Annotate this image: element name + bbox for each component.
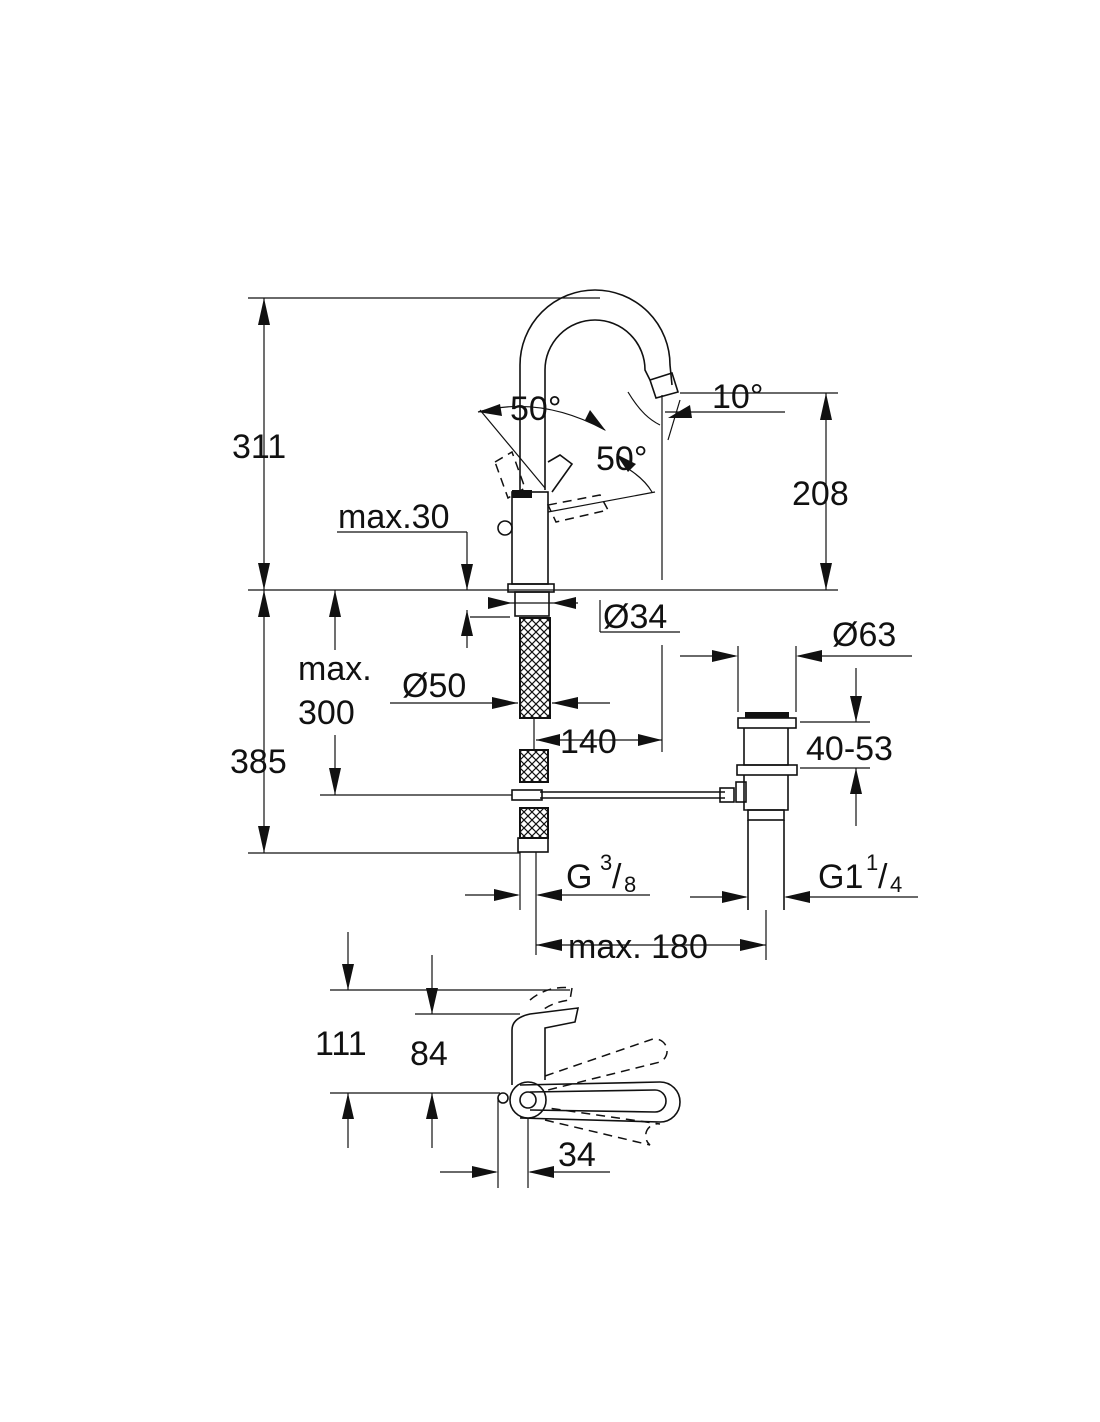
- label-dia-34: Ø34: [603, 598, 667, 636]
- label-thread-g114-num: 1: [866, 850, 878, 875]
- mounting-dimension-lines: [248, 590, 918, 960]
- label-thread-g114-den: 4: [890, 872, 902, 897]
- top-view-dimension-lines: [330, 932, 610, 1188]
- faucet-dimension-lines: [248, 297, 838, 648]
- label-thread-g38-base: G: [566, 858, 592, 896]
- label-range-40-53: 40-53: [806, 730, 893, 768]
- label-max-300-line1: max.: [298, 650, 372, 688]
- top-view-handle: [497, 986, 681, 1146]
- label-thread-g38: G 3 / 8: [566, 850, 636, 897]
- label-max-300-line2: 300: [298, 694, 355, 732]
- label-thread-g114-slash: /: [878, 858, 888, 896]
- label-reach-140: 140: [560, 723, 617, 761]
- label-angle-lever-left: 50°: [510, 390, 561, 428]
- label-height-84: 84: [410, 1035, 448, 1073]
- label-max-180: max. 180: [568, 928, 708, 966]
- label-depth-385: 385: [230, 743, 287, 781]
- label-thread-g114-base: G1: [818, 858, 863, 896]
- faucet-body: [494, 289, 680, 593]
- dimension-labels: 311 208 10° 50° 50° max.30 Ø34 Ø63 max. …: [230, 378, 902, 1174]
- label-thread-g38-num: 3: [600, 850, 612, 875]
- mounting-assembly: [470, 591, 735, 853]
- label-spout-height: 208: [792, 475, 849, 513]
- label-dia-63: Ø63: [832, 616, 896, 654]
- label-max-30: max.30: [338, 498, 450, 536]
- label-height-111: 111: [315, 1025, 367, 1063]
- label-width-34: 34: [558, 1136, 596, 1174]
- label-thread-g114: G1 1 / 4: [818, 850, 902, 897]
- drain-waste: [735, 712, 798, 910]
- label-angle-spout: 10°: [712, 378, 763, 416]
- label-angle-lever-right: 50°: [596, 440, 647, 478]
- label-thread-g38-slash: /: [612, 858, 622, 896]
- label-dia-50: Ø50: [402, 667, 466, 705]
- label-thread-g38-den: 8: [624, 872, 636, 897]
- label-height-total: 311: [232, 428, 286, 466]
